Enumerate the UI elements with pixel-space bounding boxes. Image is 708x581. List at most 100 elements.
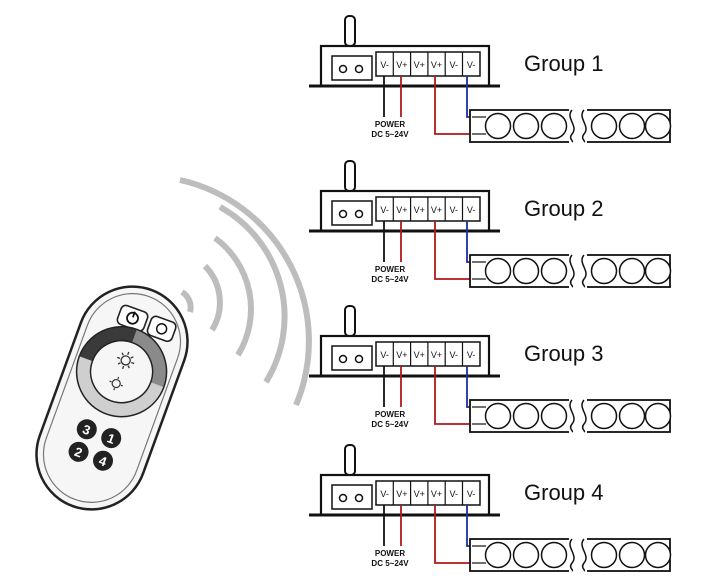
led-bulb — [540, 112, 568, 140]
terminal-label: V- — [380, 489, 389, 499]
led-bulb — [512, 257, 540, 285]
power-label: POWER — [375, 410, 405, 419]
output-wire-positive — [434, 366, 470, 425]
break-line — [581, 109, 587, 143]
wireless-signal-icon — [179, 177, 312, 407]
input-port — [331, 484, 373, 510]
led-bulb — [644, 112, 672, 140]
break-line — [569, 109, 575, 143]
antenna — [344, 15, 356, 47]
led-bulb — [590, 112, 618, 140]
led-bulb — [590, 541, 618, 569]
group-2-label: Group 2 — [524, 196, 604, 221]
led-indicator — [338, 209, 348, 219]
terminal-label: V- — [467, 350, 476, 360]
terminal-label: V+ — [414, 489, 425, 499]
terminal-label: V+ — [431, 489, 442, 499]
led-indicator — [354, 493, 364, 503]
terminal-label: V+ — [396, 489, 407, 499]
antenna — [344, 160, 356, 192]
led-bulb — [590, 402, 618, 430]
remote-key-3: 3 — [76, 419, 97, 440]
power-label: POWER — [375, 265, 405, 274]
group-4-label: Group 4 — [524, 480, 604, 505]
led-bulb — [540, 257, 568, 285]
remote-key-2: 2 — [68, 441, 89, 462]
break-line — [581, 538, 587, 572]
led-bulb — [644, 541, 672, 569]
led-indicator — [354, 209, 364, 219]
input-port — [331, 200, 373, 226]
terminal-label: V+ — [431, 350, 442, 360]
led-bulb — [512, 541, 540, 569]
led-bulb — [618, 257, 646, 285]
led-bulb — [540, 541, 568, 569]
brightness-icon — [117, 351, 135, 370]
voltage-label: DC 5~24V — [371, 559, 409, 568]
remote-key-4: 4 — [93, 450, 114, 471]
terminal-label: V- — [380, 60, 389, 70]
terminal-label: V+ — [396, 350, 407, 360]
led-bulb — [512, 402, 540, 430]
terminal-label: V+ — [396, 60, 407, 70]
antenna — [344, 444, 356, 476]
led-bulb — [484, 112, 512, 140]
led-indicator — [338, 493, 348, 503]
led-bulb — [540, 402, 568, 430]
led-bulb — [484, 402, 512, 430]
terminal-label: V+ — [396, 205, 407, 215]
break-line — [569, 399, 575, 433]
terminal-label: V+ — [414, 205, 425, 215]
group-1-label: Group 1 — [524, 51, 604, 76]
voltage-label: DC 5~24V — [371, 420, 409, 429]
group-3-label: Group 3 — [524, 341, 604, 366]
output-wire-negative — [466, 366, 470, 408]
svg-text:2: 2 — [72, 444, 84, 461]
led-bulb — [484, 257, 512, 285]
terminal-label: V- — [380, 350, 389, 360]
led-bulb — [618, 112, 646, 140]
terminal-label: V- — [450, 205, 459, 215]
led-bulb — [618, 402, 646, 430]
power-label: POWER — [375, 549, 405, 558]
led-bulb — [512, 112, 540, 140]
terminal-label: V- — [467, 205, 476, 215]
mode-icon — [155, 323, 168, 335]
output-wire-negative — [466, 76, 470, 118]
voltage-label: DC 5~24V — [371, 130, 409, 139]
input-port — [331, 55, 373, 81]
break-line — [569, 254, 575, 288]
svg-text:1: 1 — [105, 430, 117, 447]
svg-text:3: 3 — [81, 421, 93, 438]
remote-key-1: 1 — [101, 428, 122, 449]
output-wire-positive — [434, 505, 470, 564]
break-line — [569, 538, 575, 572]
terminal-label: V- — [450, 489, 459, 499]
terminal-label: V- — [467, 489, 476, 499]
terminal-label: V- — [467, 60, 476, 70]
output-wire-negative — [466, 221, 470, 263]
terminal-label: V+ — [431, 60, 442, 70]
led-bulb — [484, 541, 512, 569]
break-line — [581, 399, 587, 433]
output-wire-negative — [466, 505, 470, 547]
terminal-label: V- — [450, 350, 459, 360]
led-indicator — [338, 354, 348, 364]
led-bulb — [590, 257, 618, 285]
dim-icon — [109, 376, 123, 391]
led-bulb — [618, 541, 646, 569]
break-line — [581, 254, 587, 288]
input-port — [331, 345, 373, 371]
terminal-label: V+ — [431, 205, 442, 215]
led-indicator — [354, 64, 364, 74]
terminal-label: V- — [380, 205, 389, 215]
led-bulb — [644, 402, 672, 430]
led-indicator — [338, 64, 348, 74]
antenna — [344, 305, 356, 337]
power-icon — [126, 311, 139, 325]
